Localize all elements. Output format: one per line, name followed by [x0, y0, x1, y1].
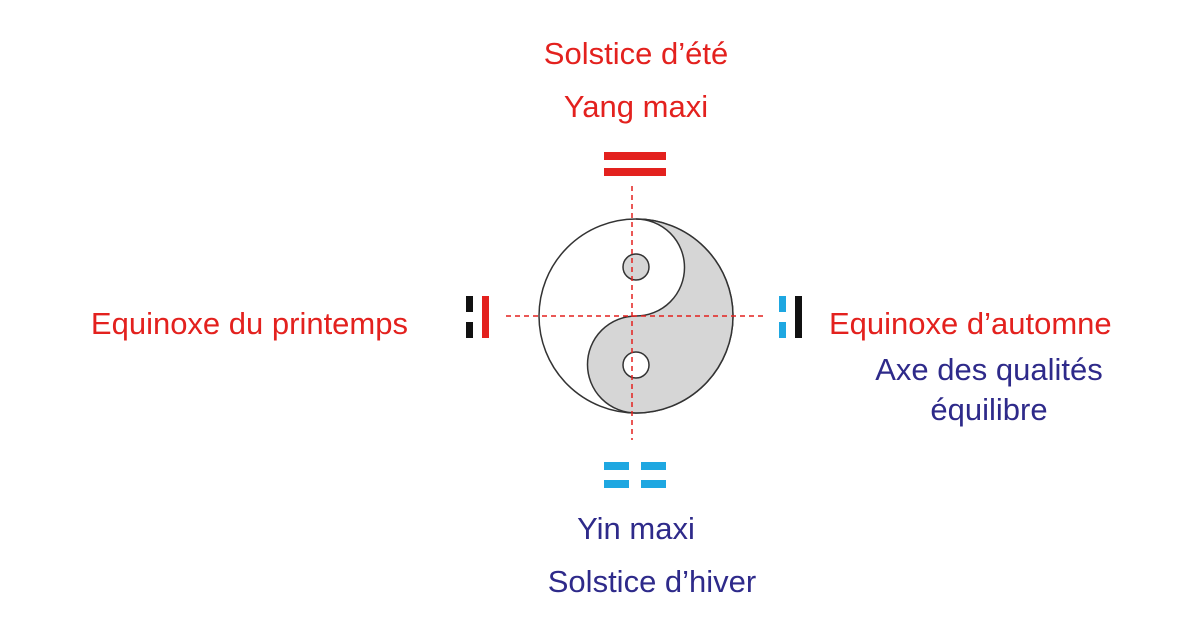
yang-max-label: Yang maxi: [563, 89, 709, 124]
yin-yin-digram-icon: [604, 462, 666, 488]
balance-label: équilibre: [930, 392, 1048, 427]
autumn-equinox-label: Equinoxe d’automne: [829, 306, 1112, 341]
spring-equinox-label: Equinoxe du printemps: [90, 306, 408, 341]
yin-yang-digram-icon: [466, 296, 489, 338]
yin-max-label: Yin maxi: [577, 511, 695, 546]
summer-solstice-label: Solstice d’été: [543, 36, 729, 71]
axis-qualities-label: Axe des qualités: [875, 352, 1103, 387]
yang-yang-digram-icon: [604, 152, 666, 176]
yang-yin-digram-icon: [779, 296, 802, 338]
winter-solstice-label: Solstice d’hiver: [547, 564, 757, 599]
